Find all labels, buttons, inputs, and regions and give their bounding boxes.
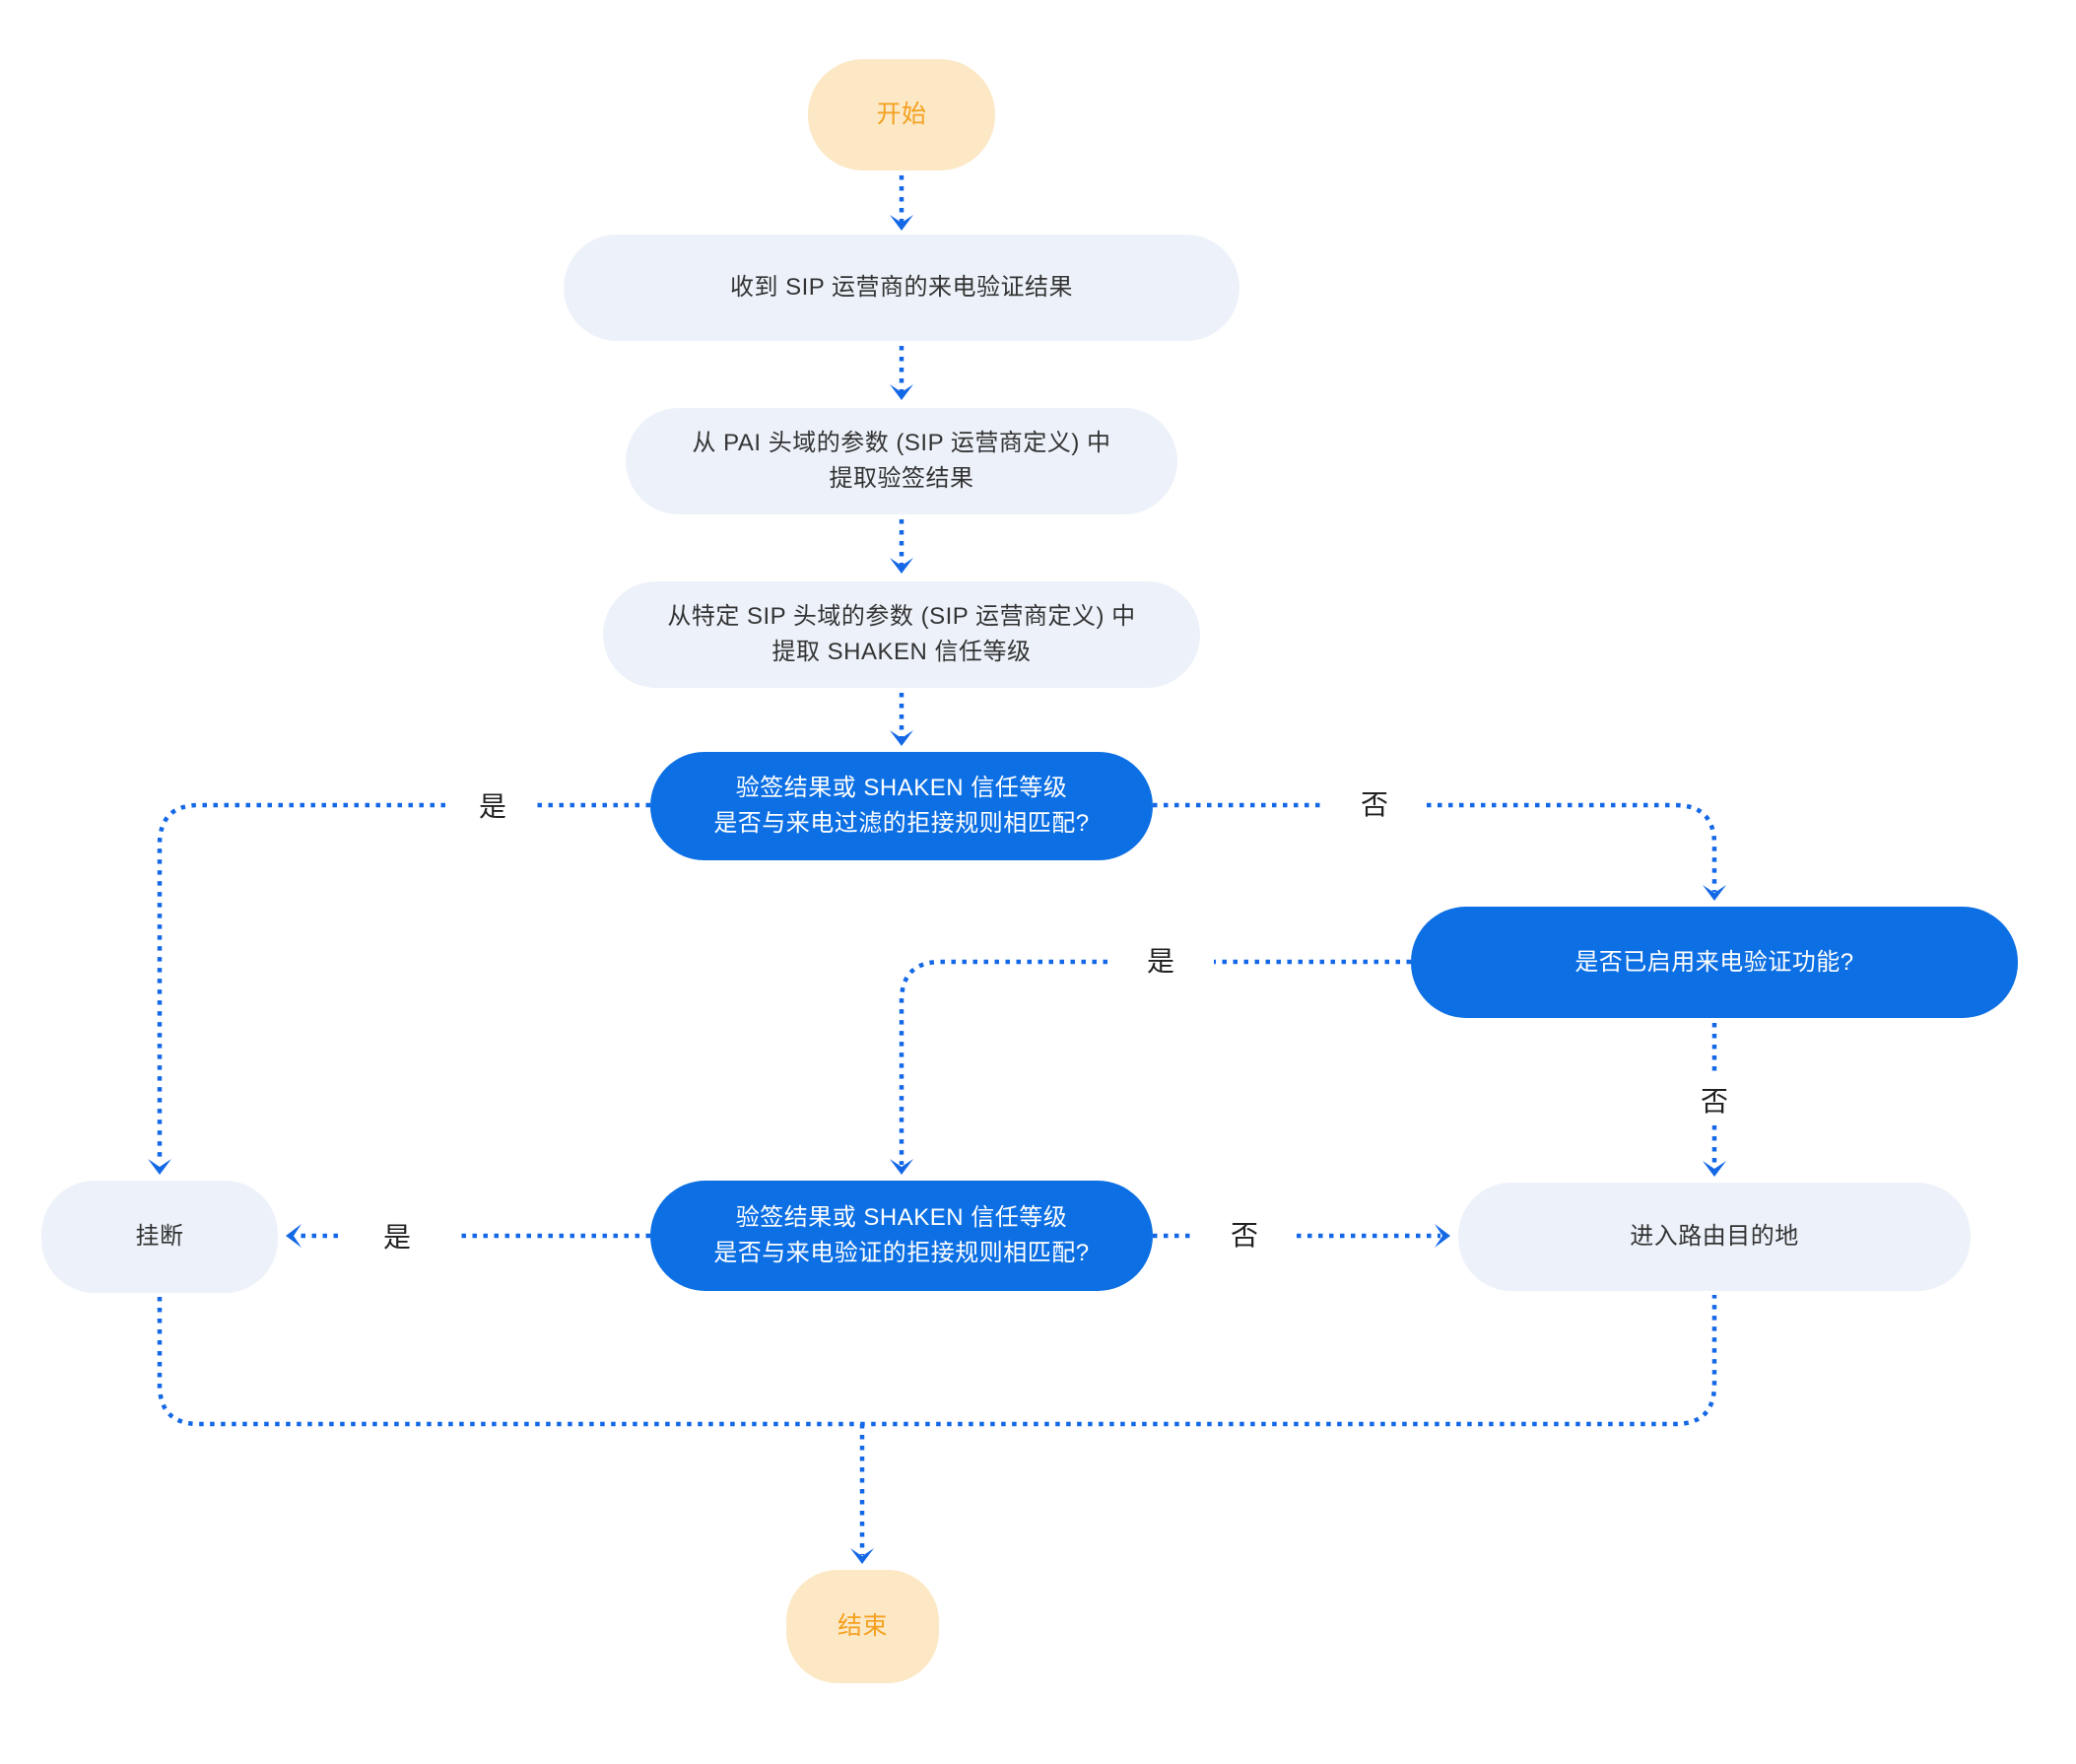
arrow-down-icon (1703, 885, 1726, 901)
edge-label-verify-no: 否 (1230, 1220, 1259, 1251)
route-destination-node: 进入路由目的地 (1458, 1183, 1971, 1291)
process-extract-pai-result: 从 PAI 头域的参数 (SIP 运营商定义) 中 提取验签结果 (626, 408, 1177, 514)
edge-filtermatch-yes-b (157, 802, 445, 1163)
arrow-left-icon (286, 1224, 301, 1248)
start-node: 开始 (808, 59, 995, 170)
arrow-down-icon (890, 730, 913, 746)
arrow-down-icon (1703, 1161, 1726, 1177)
edge-label-filter-no: 否 (1360, 789, 1389, 820)
decision-call-filter-reject-match: 验签结果或 SHAKEN 信任等级 是否与来电过滤的拒接规则相匹配? (650, 752, 1153, 860)
arrow-right-icon (1435, 1224, 1450, 1248)
edge-label-verify-yes: 是 (382, 1222, 412, 1253)
end-node: 结束 (786, 1570, 939, 1683)
edge-label-filter-yes: 是 (478, 791, 507, 822)
edge-enabled-yes-b (899, 959, 1107, 1165)
process-extract-shaken-level: 从特定 SIP 头域的参数 (SIP 运营商定义) 中 提取 SHAKEN 信任… (603, 581, 1200, 688)
arrow-down-icon (890, 215, 913, 231)
decision-verification-enabled: 是否已启用来电验证功能? (1411, 907, 2018, 1018)
edge-filtermatch-no-b (1427, 802, 1717, 892)
edge-label-enabled-yes: 是 (1146, 946, 1175, 977)
hangup-node: 挂断 (41, 1181, 278, 1293)
process-receive-verification-result: 收到 SIP 运营商的来电验证结果 (564, 235, 1239, 341)
arrow-down-icon (148, 1159, 171, 1175)
arrow-down-icon (890, 384, 913, 400)
edge-label-enabled-no: 否 (1700, 1086, 1729, 1117)
arrow-down-icon (890, 558, 913, 574)
edge-merge-bottom (157, 1295, 1717, 1427)
decision-verification-reject-match: 验签结果或 SHAKEN 信任等级 是否与来电验证的拒接规则相匹配? (650, 1181, 1153, 1291)
edge-paths (157, 175, 1717, 1555)
arrow-down-icon (850, 1548, 874, 1564)
